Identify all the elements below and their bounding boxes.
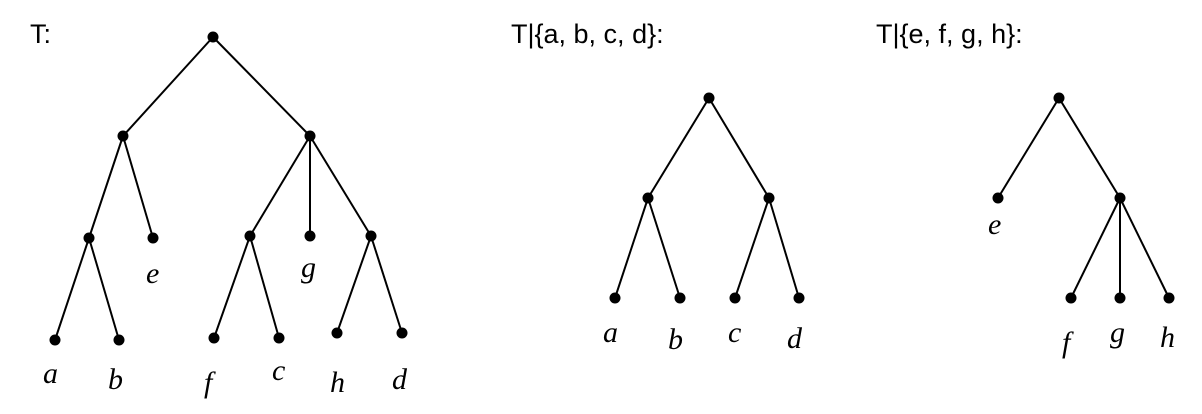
internal-node (642, 192, 654, 204)
internal-node (304, 130, 316, 142)
edge (734, 197, 770, 299)
leaf-node (729, 292, 741, 304)
leaf-node (208, 332, 220, 344)
internal-node (244, 230, 256, 242)
tree-t-edges (54, 36, 403, 341)
root-node (207, 31, 219, 43)
tree-t-abcd: a b c d (603, 92, 805, 356)
edge (370, 235, 403, 334)
leaf-node (396, 327, 408, 339)
tree-t-efgh-nodes (992, 92, 1175, 304)
edge (1058, 97, 1121, 199)
tree-t-nodes (49, 31, 408, 346)
edge (213, 235, 251, 339)
edge (309, 135, 372, 237)
leaf-node (1065, 292, 1077, 304)
leaf-label-g: g (301, 251, 316, 284)
tree-t-leaf-labels: a b e f c g h d (43, 251, 408, 399)
leaf-node (992, 192, 1004, 204)
leaf-label-f: f (1062, 326, 1074, 359)
leaf-node (1114, 292, 1126, 304)
leaf-node (793, 292, 805, 304)
root-node (1053, 92, 1065, 104)
edge (1070, 197, 1121, 299)
leaf-label-h: h (330, 366, 345, 399)
internal-node (117, 130, 129, 142)
tree-t-abcd-nodes (609, 92, 805, 304)
internal-node (83, 232, 95, 244)
leaf-node (331, 327, 343, 339)
tree-t-title: T: (30, 19, 51, 49)
leaf-label-f: f (204, 366, 216, 399)
internal-node (1114, 192, 1126, 204)
leaf-node (147, 232, 159, 244)
leaf-label-c: c (272, 354, 285, 387)
edge (647, 197, 681, 299)
leaf-node (113, 334, 125, 346)
leaf-node (49, 334, 61, 346)
leaf-label-d: d (787, 322, 803, 355)
edge (122, 135, 154, 239)
edge (647, 97, 710, 199)
leaf-label-a: a (43, 357, 58, 390)
leaf-label-d: d (392, 363, 408, 396)
tree-t-abcd-title: T|{a, b, c, d}: (511, 19, 664, 49)
leaf-label-a: a (603, 316, 618, 349)
edge (614, 197, 649, 299)
tree-t-efgh-title: T|{e, f, g, h}: (876, 19, 1023, 49)
edge (249, 135, 311, 237)
edge (997, 97, 1060, 199)
leaf-label-b: b (668, 323, 683, 356)
leaf-node (674, 292, 686, 304)
internal-node (365, 230, 377, 242)
leaf-node (609, 292, 621, 304)
edge (88, 237, 120, 341)
leaf-node (273, 332, 285, 344)
edge (768, 197, 800, 299)
edge (249, 235, 280, 339)
leaf-label-c: c (728, 316, 741, 349)
edge (212, 36, 311, 137)
edge (122, 36, 214, 137)
leaf-node (304, 230, 316, 242)
edge (708, 97, 770, 199)
leaf-node (1163, 292, 1175, 304)
tree-t: a b e f c g h d (43, 31, 408, 399)
leaf-label-g: g (1110, 316, 1125, 349)
tree-t-efgh: e f g h (988, 92, 1175, 359)
root-node (703, 92, 715, 104)
edge (88, 135, 124, 239)
edge (1119, 197, 1170, 299)
tree-t-abcd-edges (614, 97, 800, 299)
edge (54, 237, 90, 341)
edge (336, 235, 372, 334)
leaf-label-h: h (1160, 321, 1175, 354)
tree-t-abcd-leaf-labels: a b c d (603, 316, 803, 356)
leaf-label-b: b (108, 363, 123, 396)
internal-node (763, 192, 775, 204)
leaf-label-e: e (988, 208, 1001, 241)
leaf-label-e: e (146, 257, 159, 290)
tree-t-efgh-edges (997, 97, 1170, 299)
tree-t-efgh-leaf-labels: e f g h (988, 208, 1175, 359)
